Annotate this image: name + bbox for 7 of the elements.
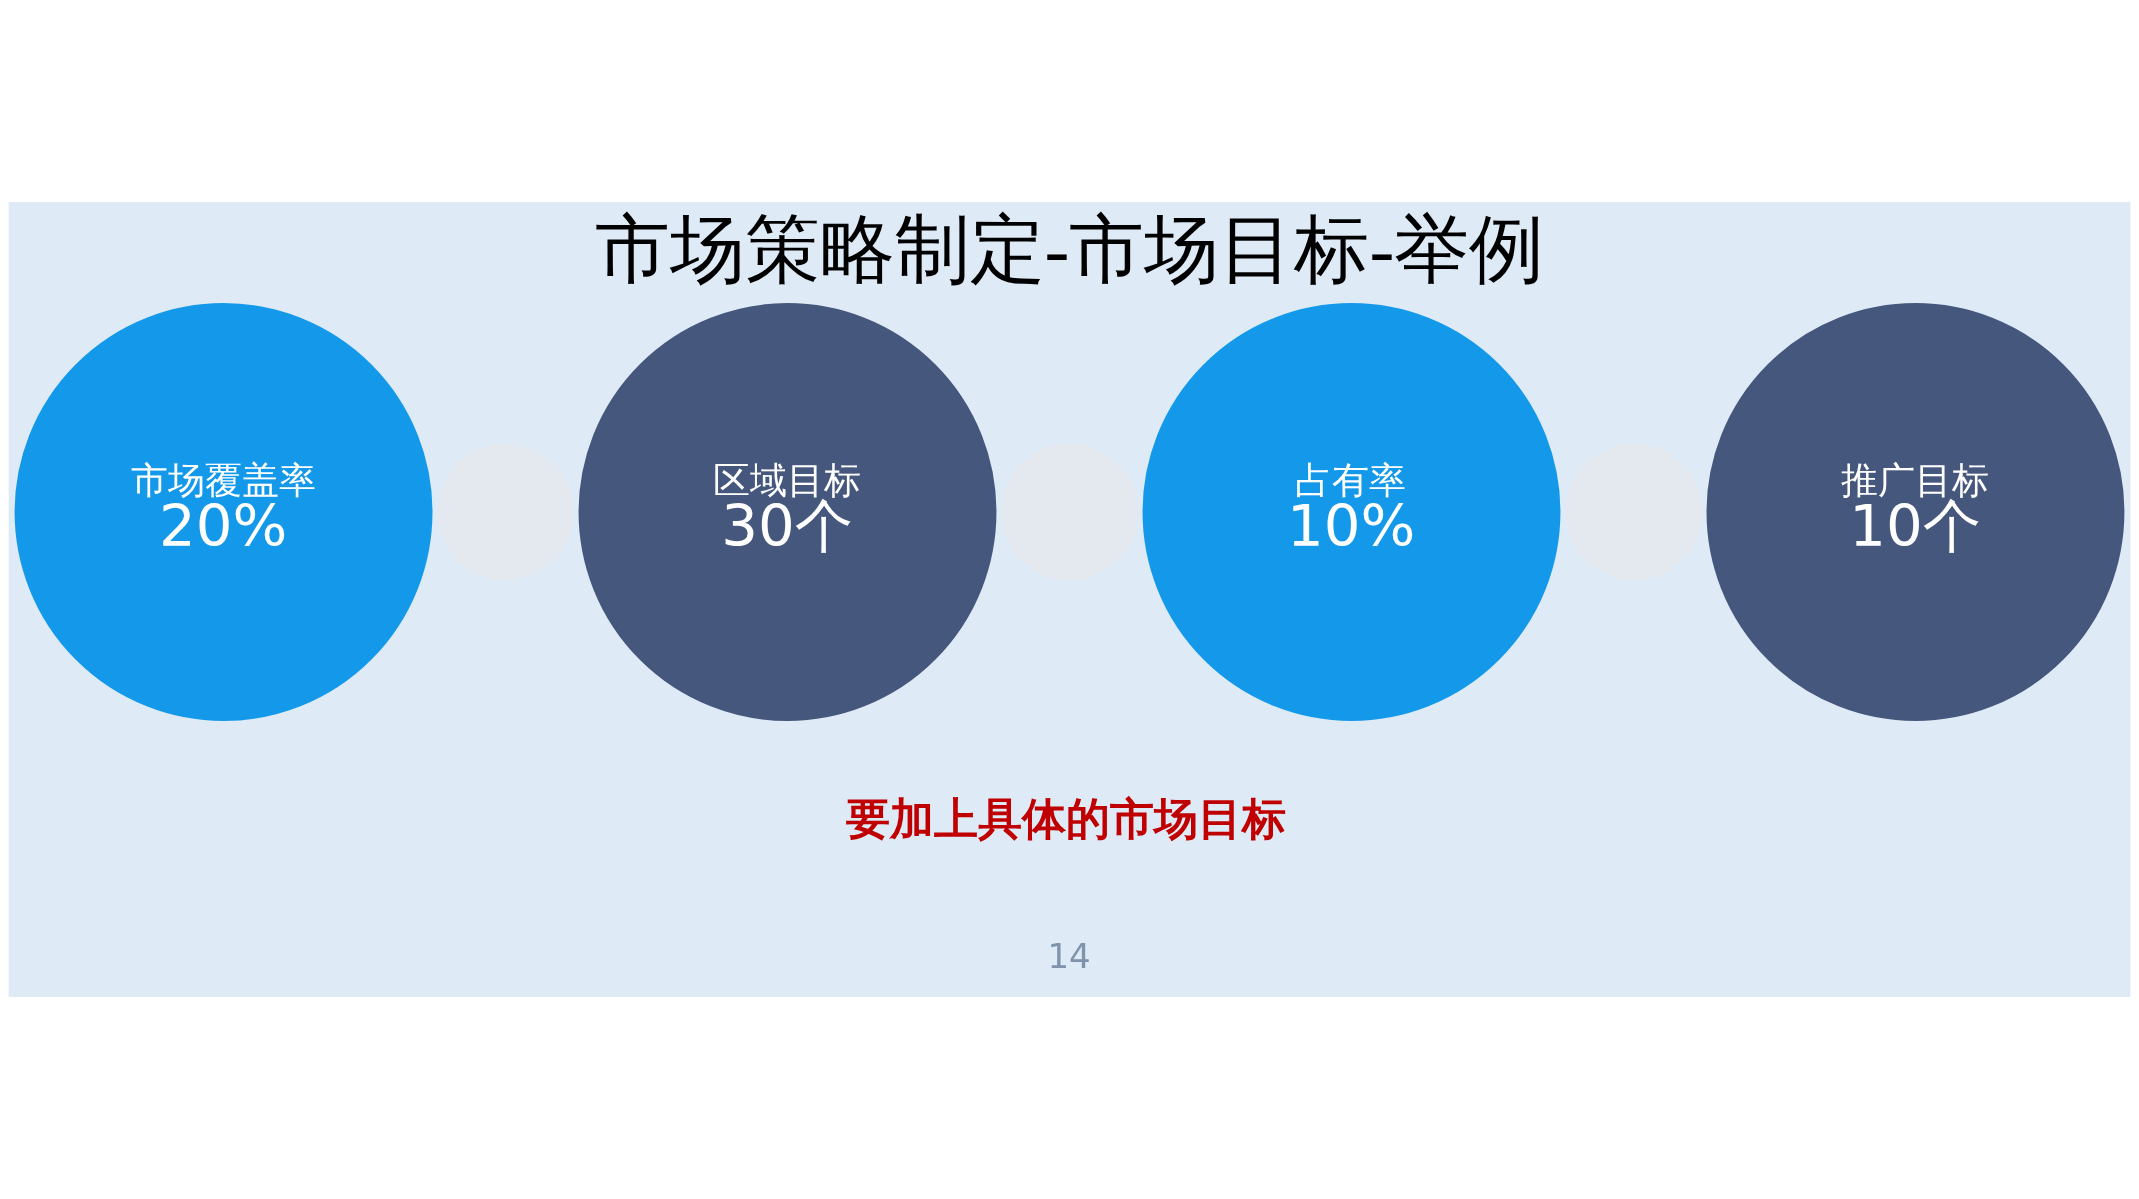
label: 要加上具体的市场目标 <box>846 792 1287 844</box>
label: 14 <box>1047 936 1091 977</box>
node-circle: 占有率 10% <box>1142 303 1561 721</box>
diagram-title: 市场策略制定-市场目标-举例 <box>594 208 1545 292</box>
node-circle: 推广目标 10个 <box>1706 303 2125 721</box>
node-circle: 市场覆盖率 20% <box>14 303 433 721</box>
node-circle: 区域目标 30个 <box>578 303 997 721</box>
